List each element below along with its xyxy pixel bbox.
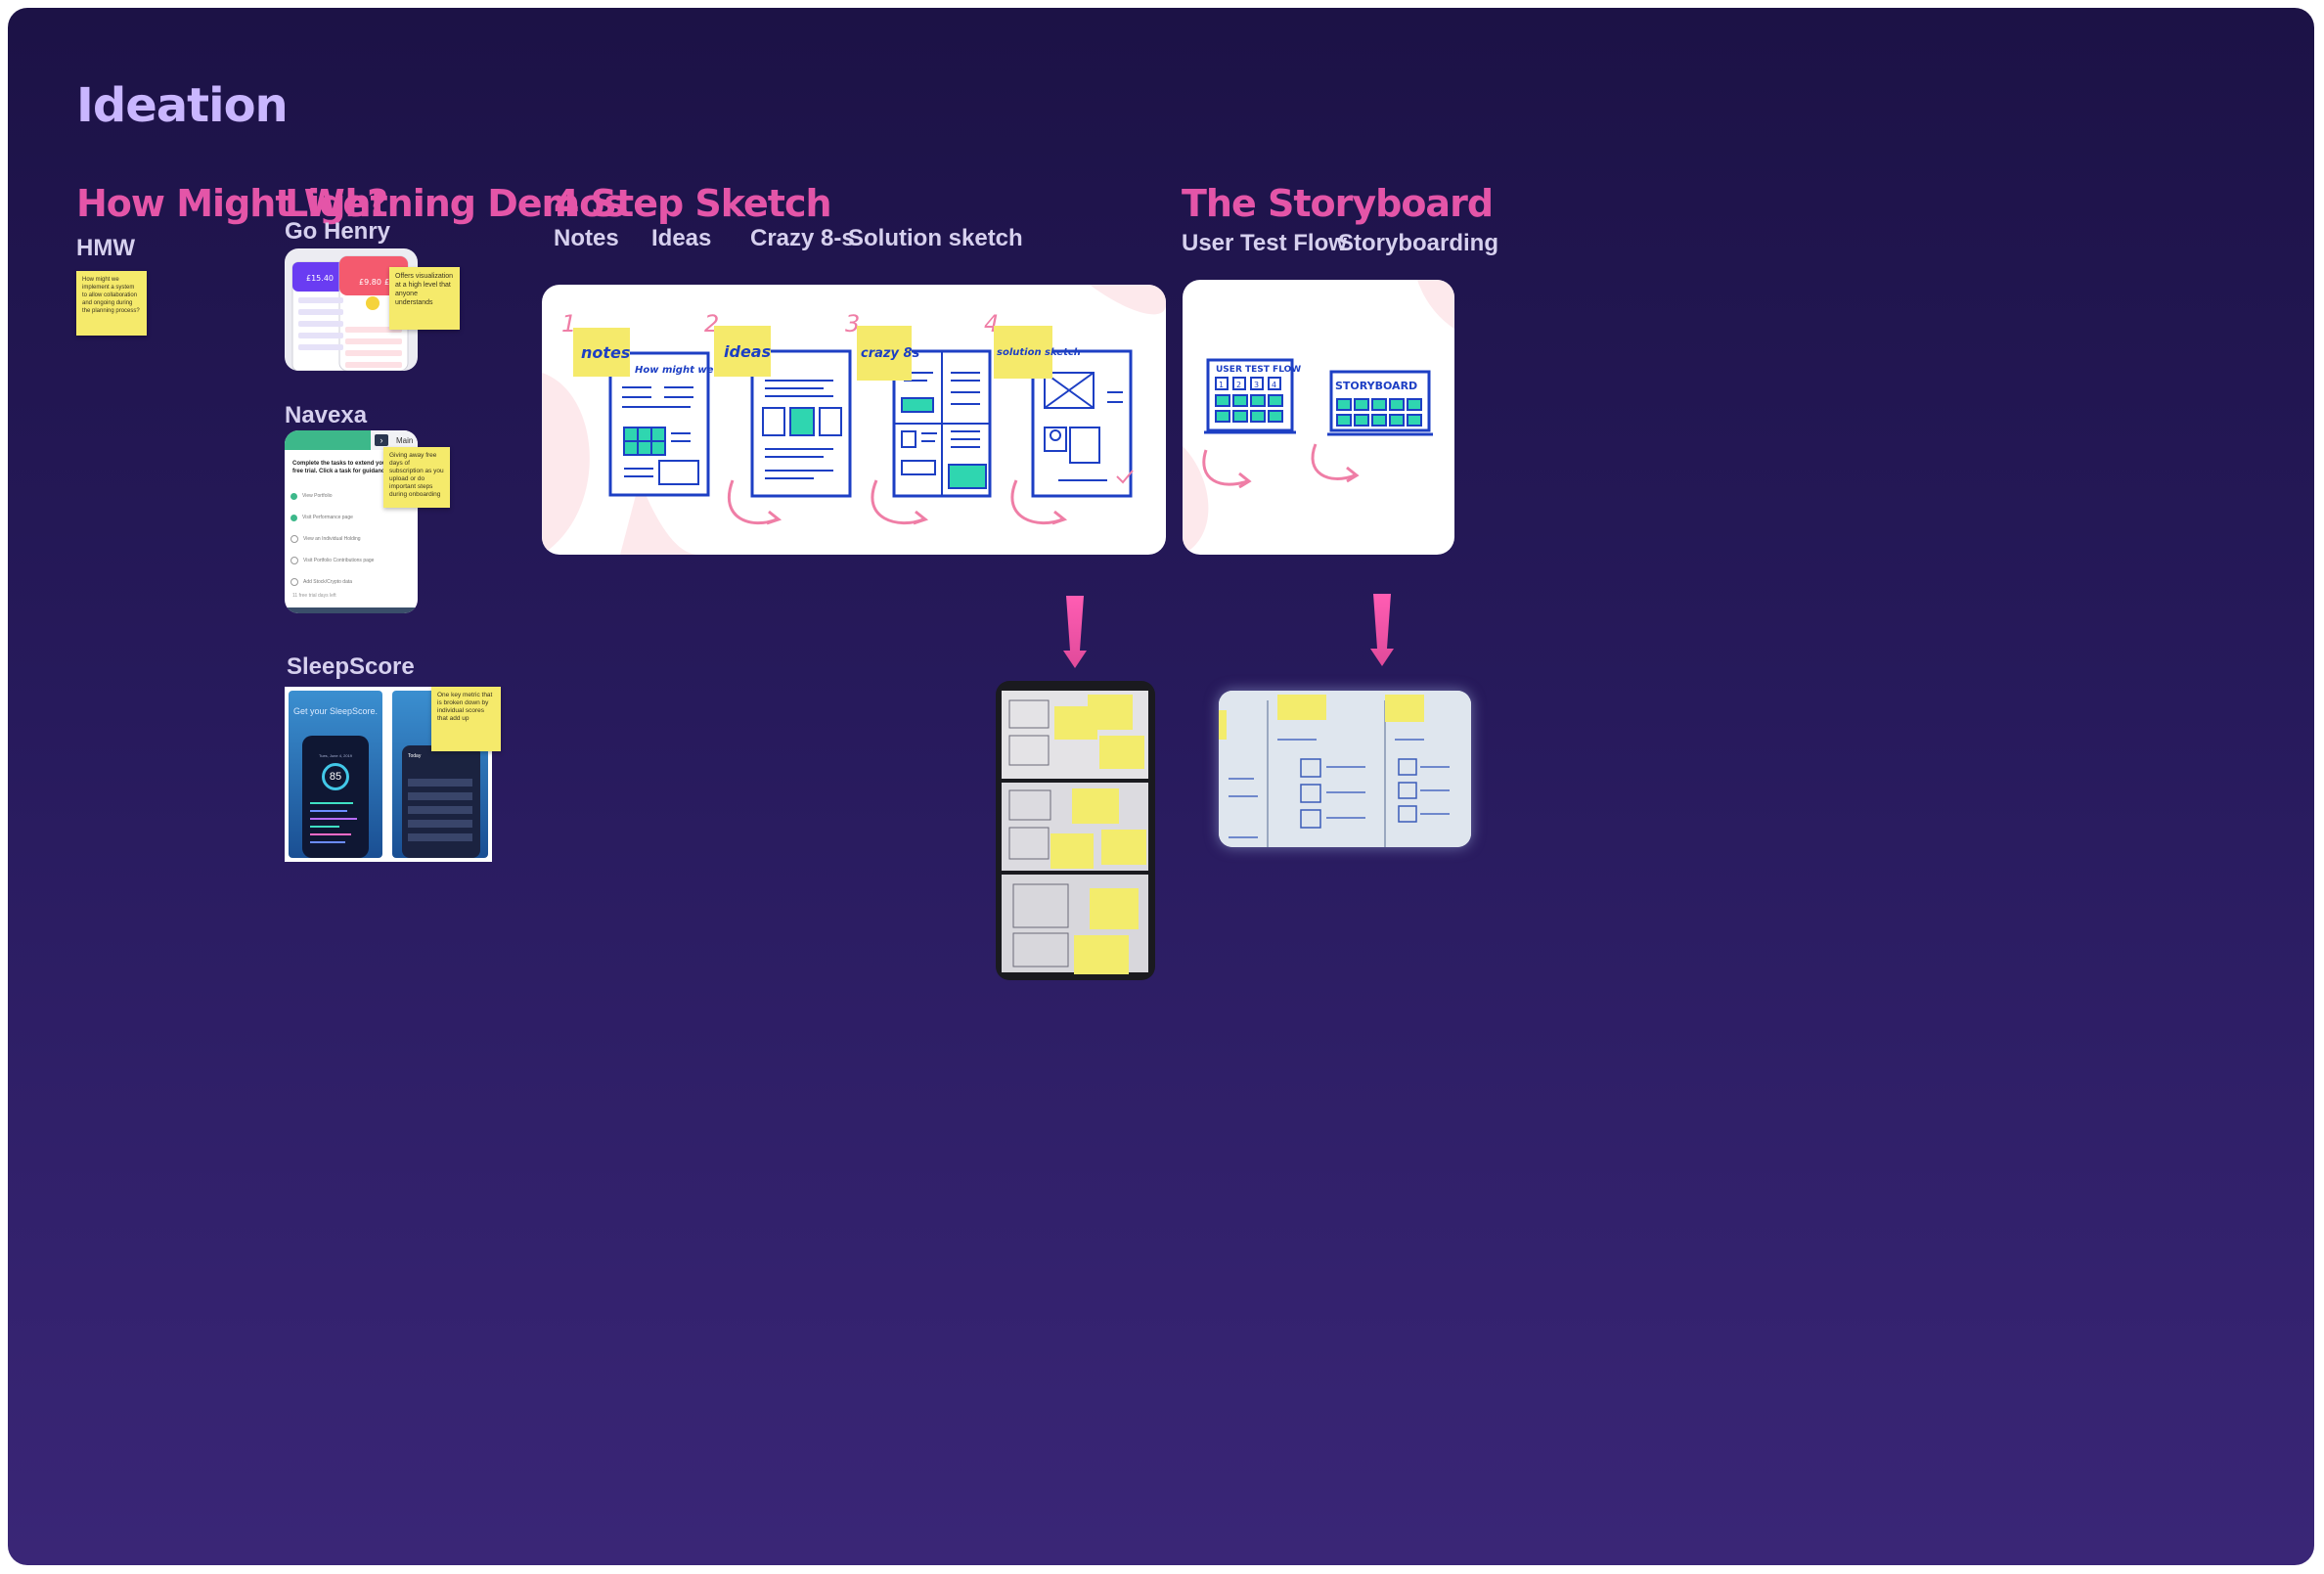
check-icon xyxy=(290,492,297,500)
sleepscore-screen-1: Get your SleepScore. Tues, June 4, 2019 … xyxy=(289,691,382,858)
lightning-section-title: Lightning Demos xyxy=(285,182,626,225)
navexa-sticky-note[interactable]: Giving away free days of subscription as… xyxy=(383,447,450,508)
sleepscore-date-text: Tues, June 4, 2019 xyxy=(318,753,353,758)
board-number-1: 1 xyxy=(1219,381,1224,389)
storyboard-section-title: The Storyboard xyxy=(1182,182,1494,225)
hmw-sticky-note[interactable]: How might we implement a system to allow… xyxy=(76,271,147,336)
sleepscore-sticky-note[interactable]: One key metric that is broken down by in… xyxy=(431,687,501,751)
storyboard-board-text: STORYBOARD xyxy=(1335,380,1417,392)
navexa-bottom-bar xyxy=(285,607,418,613)
navexa-next-icon: › xyxy=(375,434,388,446)
sketch-page-1: How might we? xyxy=(608,351,719,497)
storyboard-sub-user-test-flow: User Test Flow xyxy=(1182,230,1347,256)
whiteboard-image xyxy=(1219,691,1471,847)
sleepscore-row xyxy=(408,806,472,814)
step-tag-2-text: ideas xyxy=(724,342,771,361)
step-tag-1-text: notes xyxy=(581,343,630,362)
sleepscore-today-text: Today xyxy=(408,753,422,759)
step-tag-1 xyxy=(573,328,630,377)
sleepscore-row xyxy=(408,779,472,787)
navexa-progress-header xyxy=(285,430,371,450)
user-test-flow-board-text: USER TEST FLOW xyxy=(1216,365,1301,375)
board-canvas: Ideation How Might We? HMW How might we … xyxy=(8,8,2314,1565)
sleepscore-metric-bar xyxy=(310,810,347,812)
step-tag-2 xyxy=(714,326,771,377)
sleepscore-phone-2: Today xyxy=(402,745,480,858)
sleepscore-row xyxy=(408,792,472,800)
sleepscore-hero-text: Get your SleepScore. xyxy=(292,706,379,716)
sleepscore-score-badge: 85 xyxy=(322,763,349,790)
hmw-section-title: How Might We? xyxy=(76,182,388,225)
four-step-sub-solution: Solution sketch xyxy=(848,225,1023,251)
step-tag-4-text: solution sketch xyxy=(997,347,1081,358)
four-step-sub-crazy8: Crazy 8-s xyxy=(750,225,855,251)
gohenry-balance2-text: £9.80 xyxy=(359,278,381,287)
four-step-illustration: How might we? xyxy=(542,285,1166,555)
storyboard-arrow xyxy=(1311,443,1356,480)
gohenry-label: Go Henry xyxy=(285,218,391,245)
storyboard-arrow xyxy=(1202,449,1248,486)
board-number-4: 4 xyxy=(1272,381,1276,389)
gohenry-sticky-note[interactable]: Offers visualization at a high level tha… xyxy=(389,267,460,330)
radio-icon xyxy=(290,535,298,543)
sleepscore-label: SleepScore xyxy=(287,653,415,680)
sketch-wall-photo[interactable] xyxy=(996,681,1155,980)
navexa-task-list: View Portfolio Visit Performance page Vi… xyxy=(290,485,412,593)
board-number-3: 3 xyxy=(1254,381,1259,389)
sleepscore-row xyxy=(408,833,472,841)
navexa-label: Navexa xyxy=(285,402,368,428)
sleepscore-row xyxy=(408,820,472,828)
radio-icon xyxy=(290,578,298,586)
sleepscore-metric-bar xyxy=(310,818,357,820)
check-icon xyxy=(290,514,297,521)
storyboard-sketch-card[interactable]: USER TEST FLOW 1 2 3 4 STORYBOARD xyxy=(1183,280,1454,555)
navexa-task-item[interactable]: Visit Portfolio Contributions page xyxy=(290,550,412,571)
navexa-task-item[interactable]: Visit Performance page xyxy=(290,507,412,528)
sleepscore-metric-bar xyxy=(310,833,351,835)
sleepscore-metric-bar xyxy=(310,802,353,804)
sleepscore-metric-bar xyxy=(310,826,339,828)
page-title: Ideation xyxy=(76,78,289,133)
navexa-task-item[interactable]: View Portfolio xyxy=(290,485,412,507)
storyboard-sub-storyboarding: Storyboarding xyxy=(1338,230,1499,256)
step-tag-3-text: crazy 8s xyxy=(861,346,920,361)
down-arrow-icon xyxy=(1370,594,1394,666)
navexa-footer-text: 11 free trial days left xyxy=(292,593,336,599)
four-step-sketch-card[interactable]: How might we? xyxy=(542,285,1166,555)
four-step-section-title: 4 Step Sketch xyxy=(554,182,832,225)
step-tag-4 xyxy=(994,326,1052,379)
navexa-task-item[interactable]: View an Individual Holding xyxy=(290,528,412,550)
whiteboard-photo[interactable] xyxy=(1219,691,1471,847)
gohenry-balance-text: £15.40 xyxy=(306,274,334,283)
storyboard-illustration: USER TEST FLOW 1 2 3 4 STORYBOARD xyxy=(1183,280,1454,555)
navexa-intro-text: Complete the tasks to extend your free t… xyxy=(292,461,390,474)
sketch-wall-image xyxy=(1002,691,1148,974)
sketch-page-1-text: How might we? xyxy=(635,365,719,376)
four-step-sub-ideas: Ideas xyxy=(651,225,712,251)
down-arrow-icon xyxy=(1063,596,1087,668)
navexa-task-item[interactable]: Add Stock/Crypto data xyxy=(290,571,412,593)
sleepscore-metric-bar xyxy=(310,841,345,843)
board-number-2: 2 xyxy=(1236,381,1241,389)
hmw-subtitle: HMW xyxy=(76,235,135,261)
step-tag-3 xyxy=(857,326,912,381)
four-step-sub-notes: Notes xyxy=(554,225,619,251)
sleepscore-phone: Tues, June 4, 2019 85 xyxy=(302,736,369,858)
radio-icon xyxy=(290,557,298,564)
